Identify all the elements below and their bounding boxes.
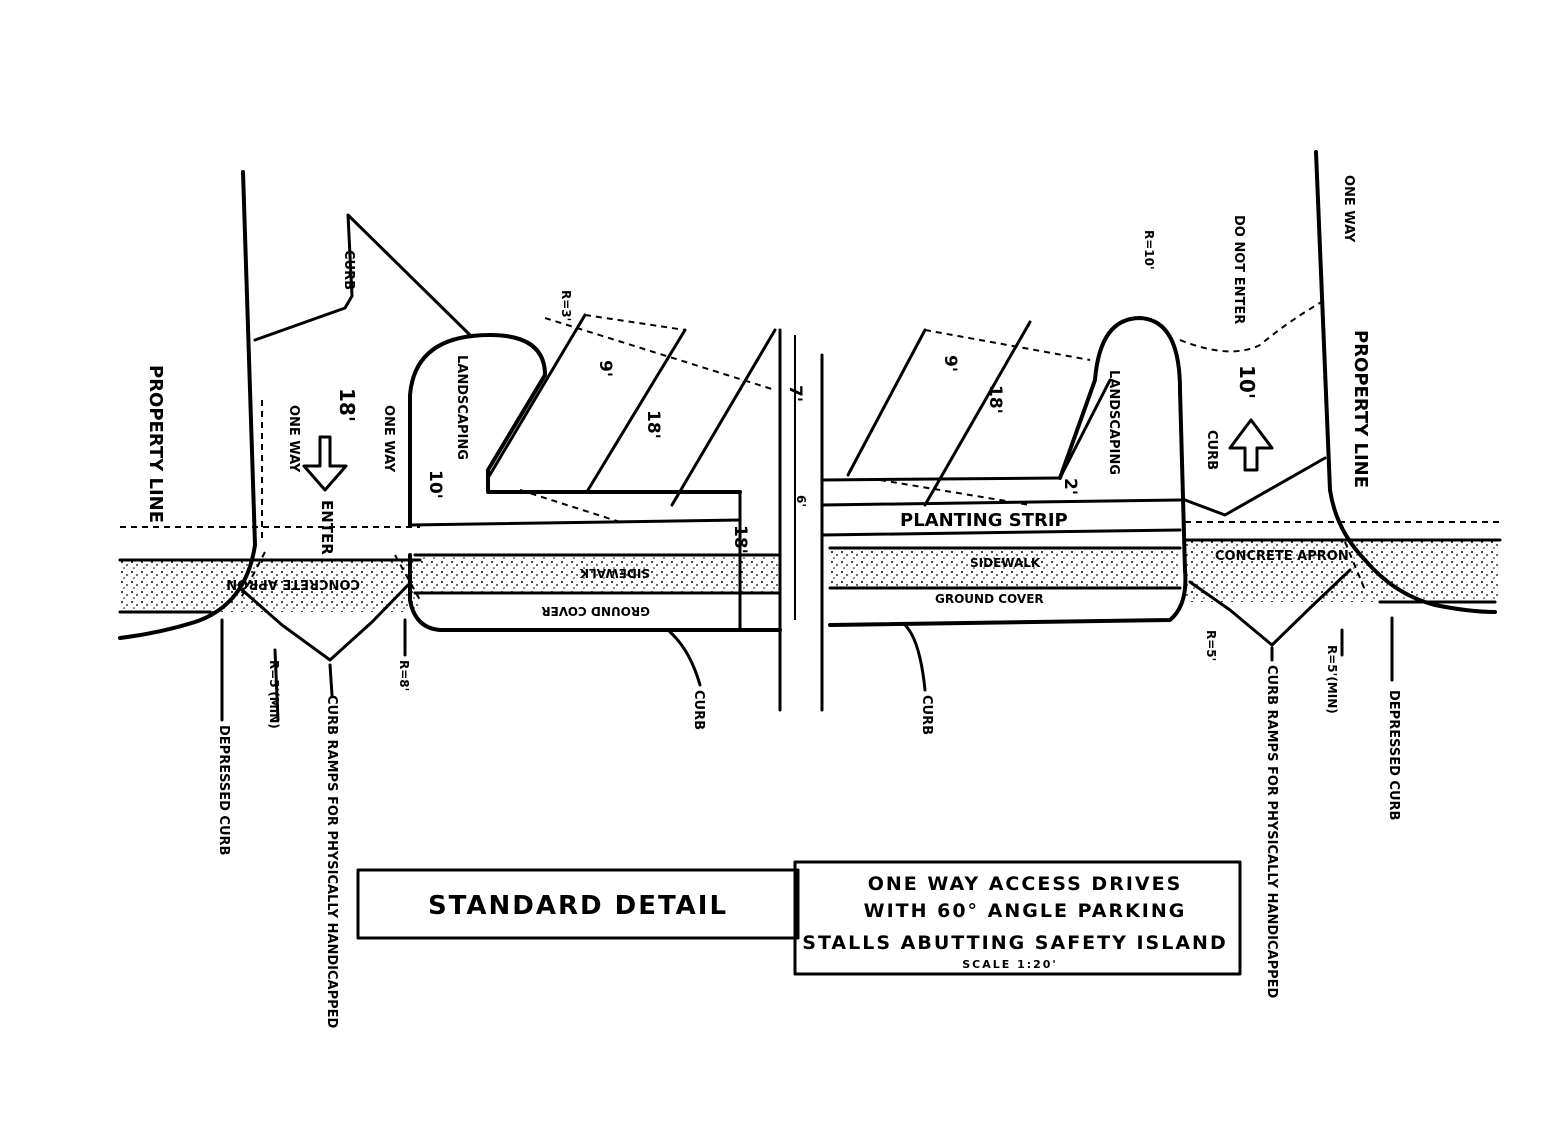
right-sidewalk-label: SIDEWALK: [970, 556, 1041, 570]
left-curb-ramps-label: CURB RAMPS FOR PHYSICALLY HANDICAPPED: [324, 695, 339, 1029]
left-parking-stalls: [486, 313, 777, 523]
radius-10-label: R=10': [1142, 230, 1156, 270]
right-depressed-curb-label: DEPRESSED CURB: [1386, 690, 1401, 820]
right-property-line-label: PROPERTY LINE: [1350, 330, 1371, 488]
title-block: [356, 860, 1242, 976]
landscaping-left-label: LANDSCAPING: [454, 355, 469, 460]
landscaping-right-label: LANDSCAPING: [1106, 370, 1121, 475]
title-scale: SCALE 1:20': [962, 958, 1058, 971]
street-line: [120, 521, 1500, 528]
right-parking-stalls: [846, 320, 1112, 507]
left-depressed-curb-label: DEPRESSED CURB: [216, 725, 231, 855]
curb-label-bottom-right: CURB: [919, 695, 934, 735]
left-property-line: [241, 170, 257, 547]
right-property-line: [1314, 150, 1332, 492]
left-entry-wedge: [253, 213, 472, 540]
radius-3-label: R=3': [559, 290, 573, 321]
title-line3: STALLS ABUTTING SAFETY ISLAND: [802, 932, 1227, 954]
dim-2: 2': [1060, 478, 1080, 495]
left-safety-island: [408, 333, 782, 632]
enter-arrow-icon: [302, 435, 348, 492]
left-sidewalk-label: SIDEWALK: [579, 566, 650, 580]
right-depressed-curb: [1363, 558, 1497, 614]
radius-5-label: R=5': [1204, 630, 1218, 661]
left-depressed-curb: [118, 543, 257, 640]
left-radius-min-label: R=5'(MIN): [267, 660, 281, 729]
dim-9-left: 9': [595, 360, 615, 377]
title-main: STANDARD DETAIL: [428, 891, 728, 921]
left-one-way-label-2: ONE WAY: [381, 405, 396, 473]
left-one-way-label: ONE WAY: [286, 405, 301, 473]
dim-10-left: 10': [425, 470, 445, 499]
enter-label: ENTER: [318, 500, 336, 555]
right-exit-wedge: [1179, 299, 1327, 517]
left-property-line-label: PROPERTY LINE: [145, 365, 166, 523]
dim-18-left: 18': [335, 388, 359, 422]
planting-strip-label: PLANTING STRIP: [900, 510, 1068, 531]
title-line1: ONE WAY ACCESS DRIVES: [868, 873, 1183, 895]
left-curb-ramp: [238, 551, 421, 662]
left-ground-cover-label: GROUND COVER: [541, 604, 650, 618]
curb-label-bottom-left: CURB: [691, 690, 706, 730]
sidewalk-band: [118, 538, 1502, 614]
radius-8-label-left: R=8': [397, 660, 411, 691]
right-ground-cover-label: GROUND COVER: [935, 592, 1044, 606]
dim-6-center: 6': [794, 495, 808, 507]
dim-7: 7': [785, 385, 805, 402]
do-not-enter-label: DO NOT ENTER: [1231, 215, 1246, 324]
center-drive: [738, 328, 824, 712]
curb-label-top-left: CURB: [341, 250, 356, 290]
dim-18-center: 18': [730, 525, 750, 554]
right-one-way-label: ONE WAY: [1341, 175, 1356, 243]
dim-18-stall-right: 18': [985, 385, 1005, 414]
dim-10-right: 10': [1235, 365, 1259, 399]
title-line2: WITH 60° ANGLE PARKING: [864, 900, 1187, 922]
right-curb-ramps-label: CURB RAMPS FOR PHYSICALLY HANDICAPPED: [1264, 665, 1279, 999]
right-radius-min-label: R=5'(MIN): [1325, 645, 1339, 714]
dim-9-right: 9': [940, 355, 960, 372]
right-concrete-apron-label: CONCRETE APRON: [1215, 549, 1349, 564]
exit-arrow-icon: [1228, 418, 1274, 472]
dim-18-stall: 18': [643, 410, 663, 439]
right-curb-ramp: [1188, 541, 1366, 647]
leader-lines: [220, 616, 1394, 722]
curb-label-right: CURB: [1204, 430, 1219, 470]
left-concrete-apron-label: CONCRETE APRON: [226, 576, 360, 591]
